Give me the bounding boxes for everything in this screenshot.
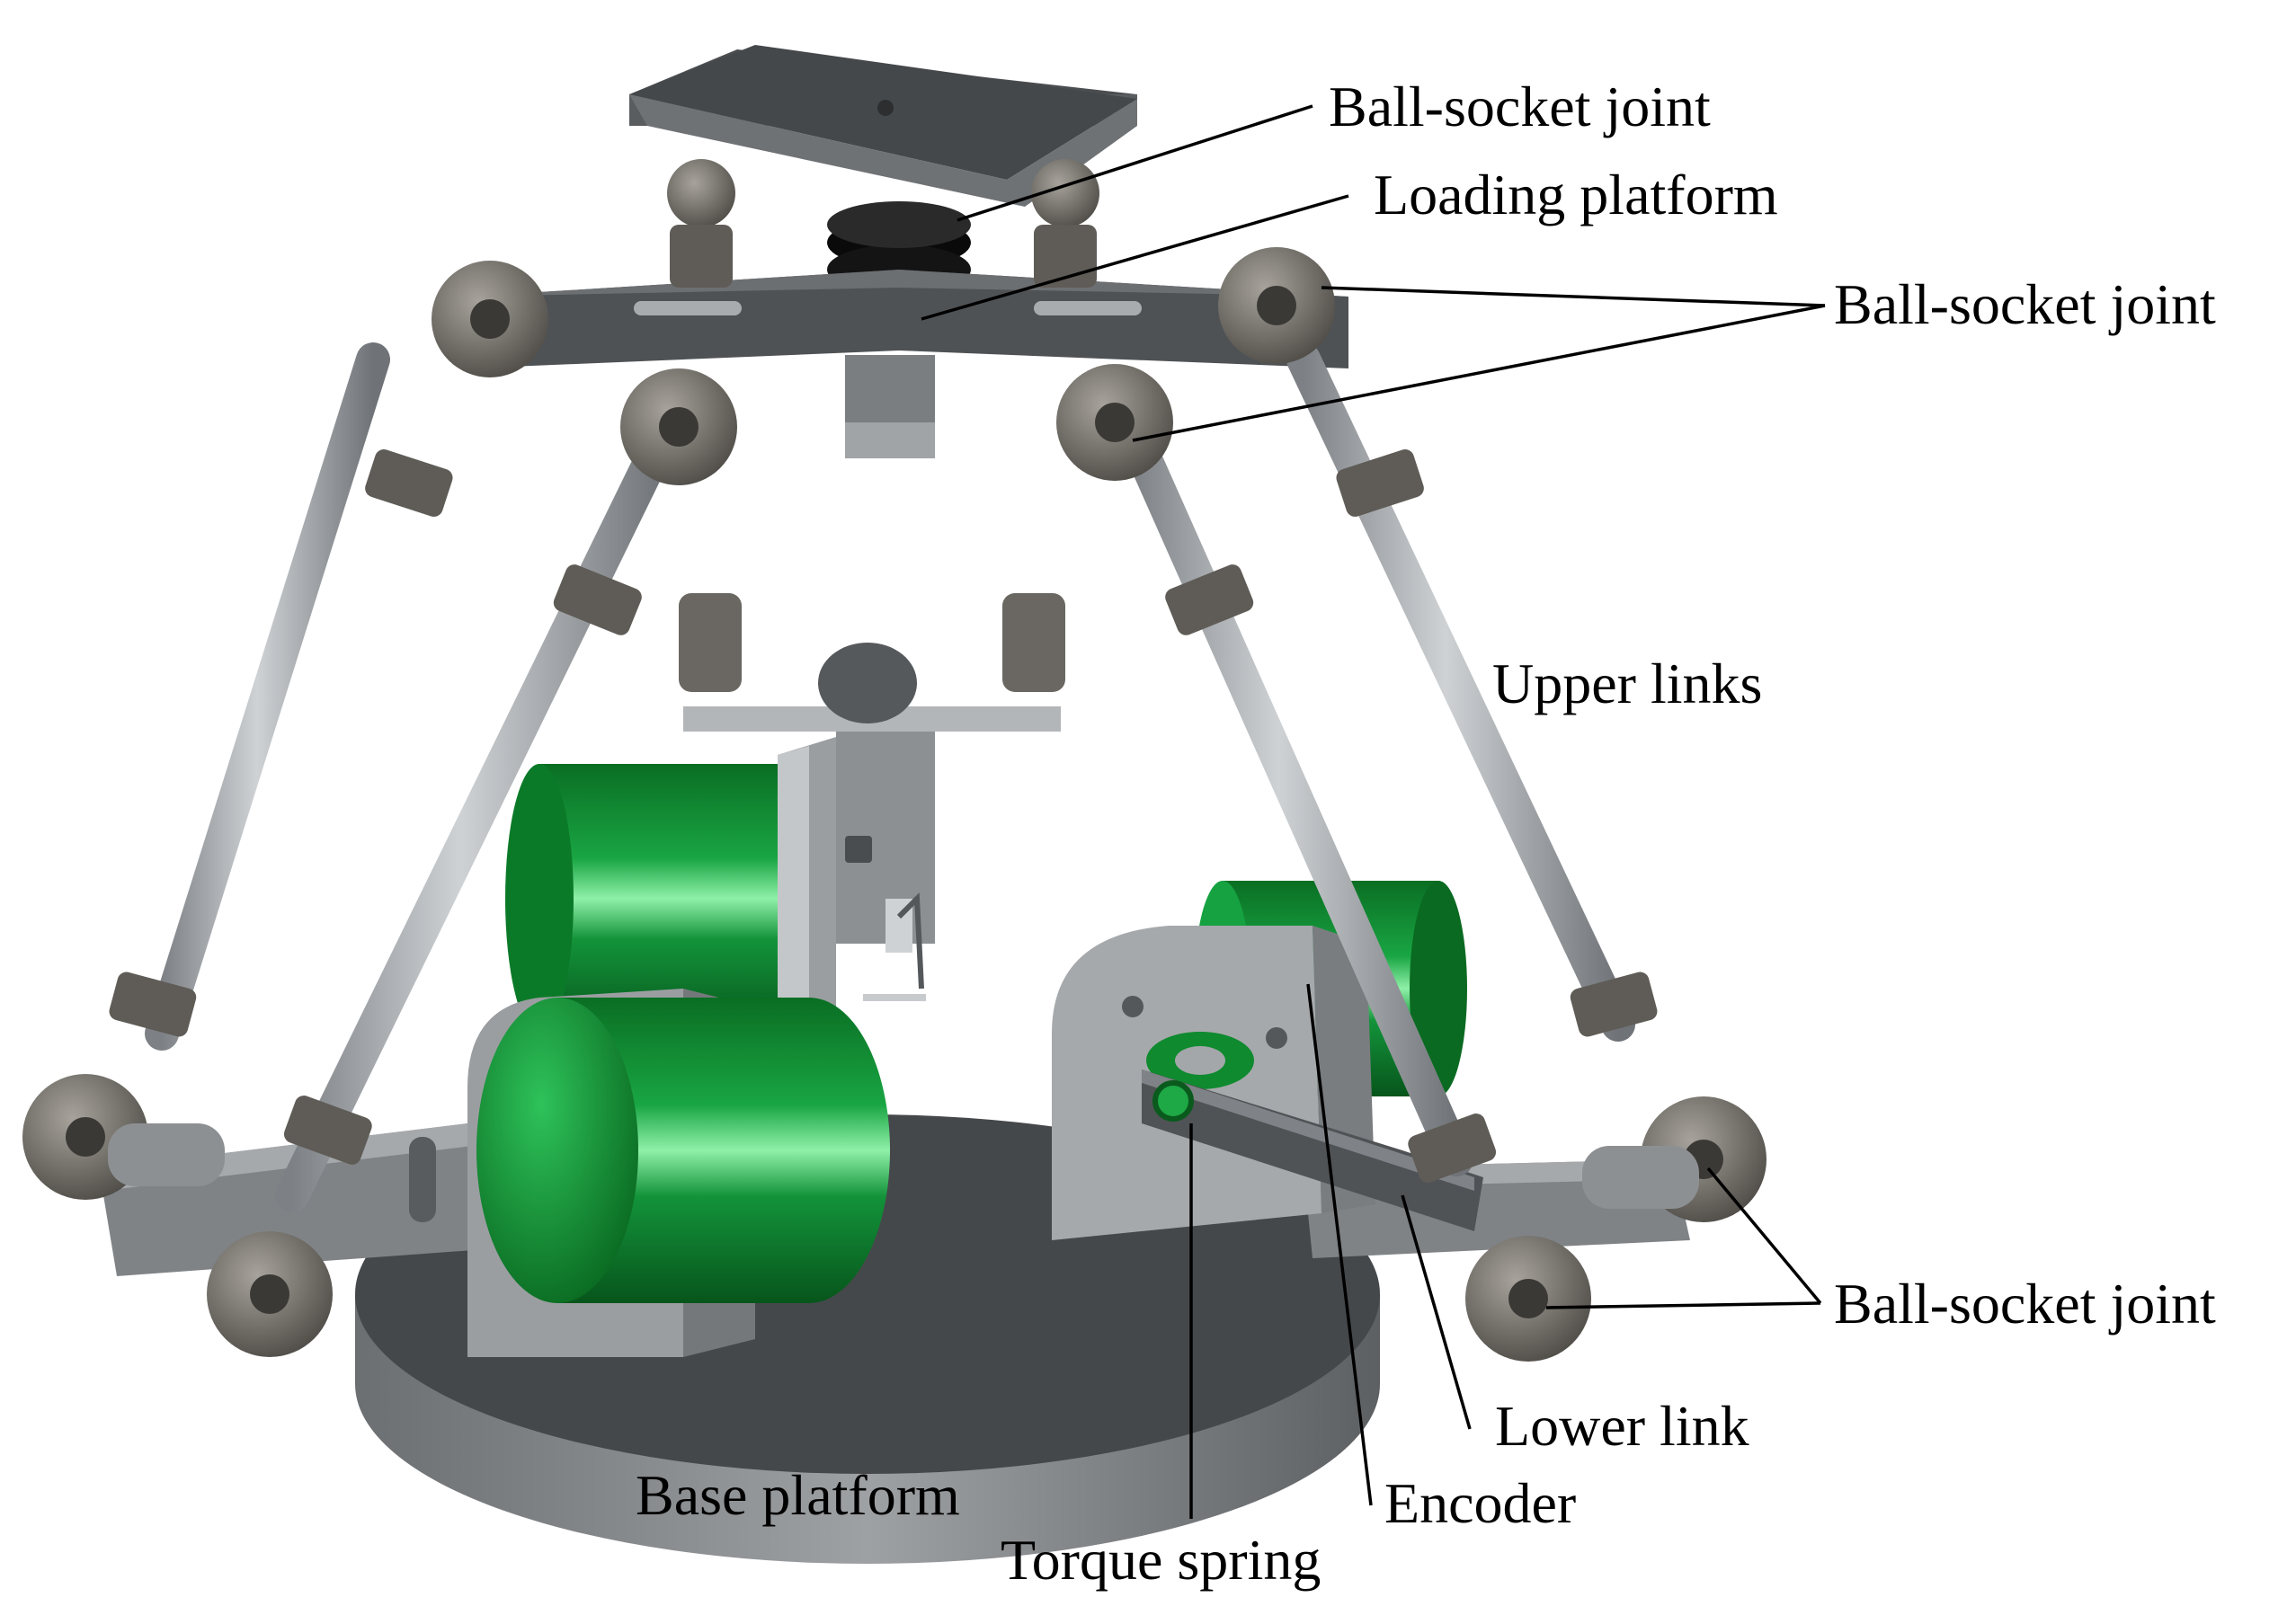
label-base-platform: Base platform <box>636 1463 960 1527</box>
ball-socket-joints-lower <box>22 972 1766 1362</box>
motor-back-left <box>505 710 935 1069</box>
cross-frame <box>467 270 1348 458</box>
label-ball-socket-joint-top: Ball-socket joint <box>1329 75 1711 138</box>
label-torque-spring: Torque spring <box>1001 1528 1321 1592</box>
leader-lines <box>921 104 1826 1519</box>
label-lower-link: Lower link <box>1495 1394 1749 1458</box>
motor-front-left <box>467 989 890 1357</box>
label-ball-socket-joint-upper: Ball-socket joint <box>1834 272 2216 336</box>
label-encoder: Encoder <box>1384 1471 1576 1535</box>
encoder-bracket <box>1052 926 1375 1240</box>
labels: Ball-socket joint Loading platform Ball-… <box>636 75 2216 1592</box>
ball-socket-joints-upper <box>365 247 1424 692</box>
label-upper-links: Upper links <box>1492 652 1762 715</box>
label-ball-socket-joint-lower: Ball-socket joint <box>1834 1272 2216 1335</box>
lower-link <box>1142 1069 1483 1231</box>
ball-socket-joints-top <box>667 159 1099 288</box>
label-loading-platform: Loading platform <box>1374 163 1778 226</box>
